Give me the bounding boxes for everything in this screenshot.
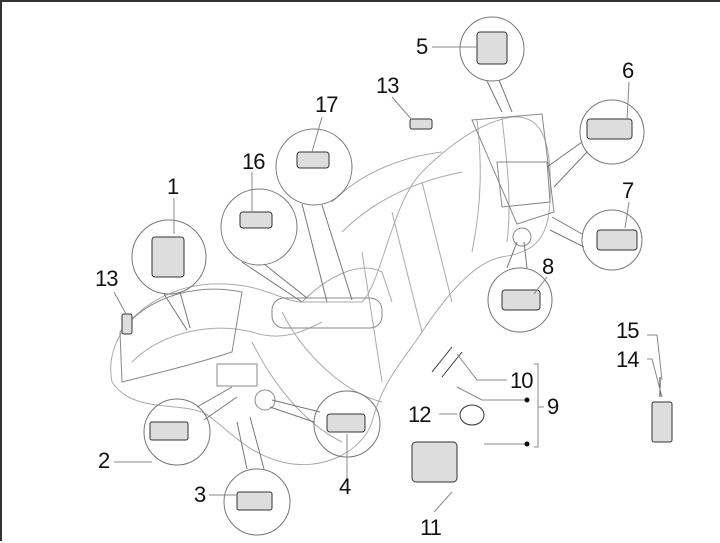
callout-3[interactable]: 3 (194, 482, 206, 507)
callout-bubbles (131, 16, 645, 536)
callout-5[interactable]: 5 (416, 34, 428, 59)
callout-15[interactable]: 15 (616, 318, 640, 343)
callout-14[interactable]: 14 (616, 347, 640, 372)
callout-16[interactable]: 16 (242, 149, 266, 174)
callout-12[interactable]: 12 (408, 402, 432, 427)
callout-11[interactable]: 11 (420, 515, 442, 540)
callout-4[interactable]: 4 (339, 474, 351, 499)
callout-9[interactable]: 9 (547, 394, 559, 419)
bracket-dots (524, 397, 530, 447)
callout-1[interactable]: 1 (167, 174, 179, 199)
callout-8[interactable]: 8 (542, 254, 554, 279)
callout-2[interactable]: 2 (98, 448, 110, 473)
callout-13-top[interactable]: 13 (376, 73, 400, 98)
callout-7[interactable]: 7 (622, 178, 634, 203)
handlebar-body (110, 113, 555, 466)
callout-13-left[interactable]: 13 (95, 266, 119, 291)
callout-6[interactable]: 6 (622, 58, 634, 83)
callout-10[interactable]: 10 (510, 368, 534, 393)
leader-lines (113, 46, 663, 513)
callout-17[interactable]: 17 (315, 92, 339, 117)
parts (121, 31, 673, 511)
